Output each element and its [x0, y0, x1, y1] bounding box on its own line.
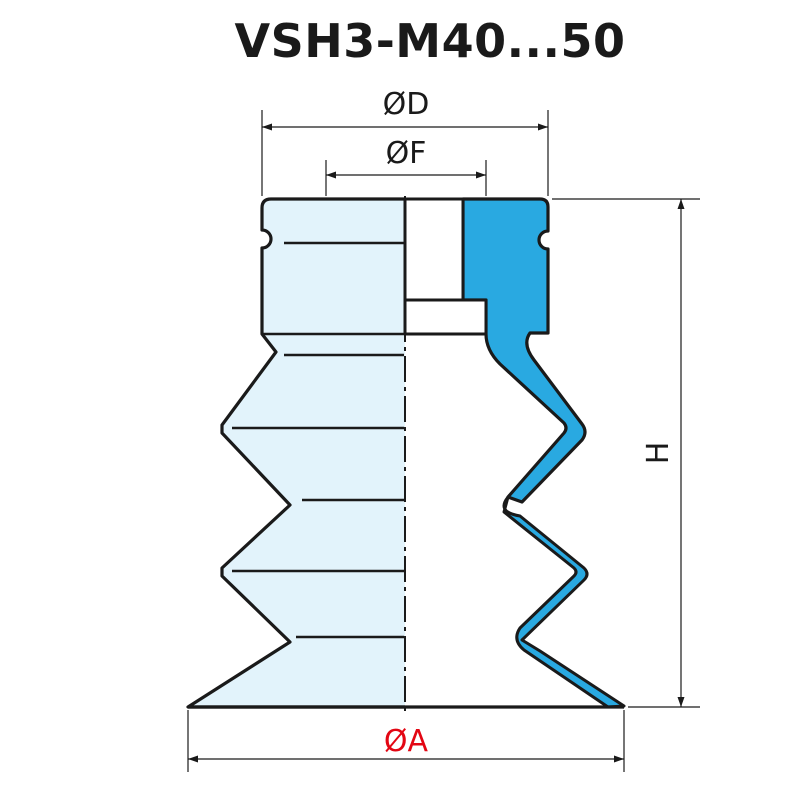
dim-label-A: ØA: [384, 724, 429, 759]
dim-label-F: ØF: [386, 136, 427, 171]
rib-lines: [232, 241, 404, 639]
section-wall-lower: [502, 495, 626, 709]
exterior-outline: [186, 197, 405, 709]
dimension-lines: [187, 110, 700, 772]
dim-label-D: ØD: [383, 87, 430, 122]
diagram-title: VSH3-M40...50: [234, 14, 626, 68]
exterior-half-view: [188, 199, 405, 707]
section-wall-top: [461, 197, 587, 504]
dim-label-H: H: [641, 442, 676, 465]
